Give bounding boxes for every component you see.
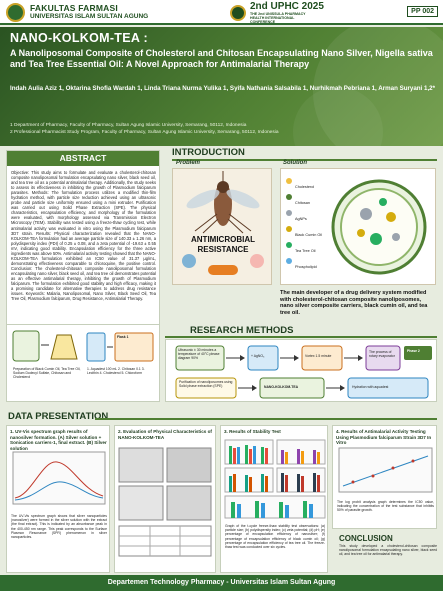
section-divider	[172, 159, 437, 161]
faculty-name: FAKULTAS FARMASI	[30, 3, 118, 13]
abstract-heading: ABSTRACT	[7, 151, 159, 166]
solution-caption: The main developer of a drug delivery sy…	[280, 290, 428, 316]
antimalarial-title: 4. Results of Antimalarial Activity Test…	[336, 429, 432, 446]
poster-subtitle: A Nanoliposomal Composite of Cholesterol…	[10, 48, 433, 69]
uv-vis-caption: The UV-Vis spectrum graph shows that sil…	[11, 514, 107, 540]
legend-item: Cholesterol	[295, 185, 315, 189]
legend-item: Chitosan	[295, 201, 310, 205]
step-vortex: Vortex 1.5 minute	[305, 354, 332, 358]
stability-test-panel: 3. Results of Stability Test	[220, 425, 328, 573]
flask-contents: 1. Aquadest 100 mL 2. Chitosan 0.1 3. Le…	[87, 367, 145, 376]
methods-flow-diagram	[175, 345, 432, 399]
conclusion-heading: CONCLUSION This study developed a choles…	[339, 534, 437, 557]
poster-id: PP 002	[407, 6, 438, 17]
section-divider	[95, 418, 437, 420]
phase-2-label: Phase 2	[407, 349, 420, 353]
step-rotary: The process of rotary evaporator	[369, 350, 395, 359]
conference-subtitle-2: HEALTH INTERNATIONAL	[250, 16, 295, 20]
solution-diagram: Cholesterol Chitosan AgNPs Black Cumin O…	[280, 168, 436, 285]
uv-vis-panel: 1. UV-Vis spectrum graph results of nano…	[6, 425, 110, 573]
conference-logo	[230, 5, 246, 21]
conference-subtitle-1: THE 2nd UNISSULA PHARMACY	[250, 12, 306, 16]
stability-test-charts	[224, 439, 326, 519]
methods-heading: RESEARCH METHODS	[190, 325, 294, 336]
stability-test-caption: Graph of the t-cycle freeze-thaw stabili…	[225, 524, 325, 550]
antimalarial-caption: The log probit analysis graph determines…	[337, 500, 434, 513]
preparation-text: Preparation of Black Cumin Oil, Tea Tree…	[13, 367, 81, 380]
step-purification: Purification of nanoliposomes using Soli…	[179, 380, 233, 389]
affiliation-1: 1 Department of Pharmacy, Faculty of Pha…	[10, 123, 247, 128]
title-banner: NANO-KOLKOM-TEA : A Nanoliposomal Compos…	[0, 27, 443, 146]
uv-vis-title: 1. UV-Vis spectrum graph results of nano…	[10, 429, 107, 451]
university-name: UNIVERSITAS ISLAM SULTAN AGUNG	[30, 13, 149, 20]
amr-line-2: RESISTANCE	[197, 244, 249, 254]
amr-title: ANTIMICROBIAL RESISTANCE	[177, 235, 269, 254]
abstract-text: Objective: This study aims to formulate …	[11, 170, 156, 302]
author-list: Indah Aulia Aziz 1, Oktarina Shofia Ward…	[10, 85, 436, 92]
poster-header: FAKULTAS FARMASI UNIVERSITAS ISLAM SULTA…	[0, 0, 443, 25]
legend-item: Phospholipid	[295, 265, 317, 269]
solution-label: Solution	[283, 160, 307, 166]
uv-vis-chart	[12, 451, 106, 505]
step-product: NANO-KOLKOM-TEA	[264, 385, 299, 389]
problem-label: Problem	[176, 160, 201, 166]
flask-label: Flask 1	[117, 335, 129, 339]
solution-legend: Cholesterol Chitosan AgNPs Black Cumin O…	[295, 179, 322, 275]
section-divider	[165, 336, 437, 338]
poster-footer: Departemen Technology Pharmacy - Univers…	[0, 575, 443, 591]
data-presentation-section: 1. UV-Vis spectrum graph results of nano…	[6, 425, 437, 573]
methods-preparation-panel: Preparation of Black Cumin Oil, Tea Tree…	[6, 324, 160, 402]
banner-decoration	[313, 27, 443, 146]
step-ultrasonic: Ultrasonic ± 30 minutes a temperature of…	[178, 348, 220, 361]
amr-illustration: ANTIMICROBIAL RESISTANCE	[172, 168, 272, 285]
legend-item: Tea Tree Oil	[295, 249, 316, 253]
conclusion-text: This study developed a cholesterol-chito…	[339, 544, 437, 557]
antimalarial-chart	[338, 447, 433, 493]
amr-line-1: ANTIMICROBIAL	[191, 235, 255, 244]
physical-characteristics-title: 2. Evaluation of Physical Characteristic…	[118, 429, 212, 440]
methods-flow-panel: Ultrasonic ± 30 minutes a temperature of…	[165, 339, 437, 402]
poster-title: NANO-KOLKOM-TEA :	[10, 31, 148, 45]
nanoliposome-diagram	[286, 178, 427, 275]
introduction-heading: INTRODUCTION	[172, 147, 245, 158]
mosquito-illustration	[173, 169, 271, 284]
step-hydration: Hydration with aquadest	[352, 385, 389, 389]
conclusion-title: CONCLUSION	[339, 534, 393, 543]
physical-characteristics-figures	[118, 447, 212, 557]
physical-characteristics-panel: 2. Evaluation of Physical Characteristic…	[114, 425, 216, 573]
faculty-logo	[6, 3, 25, 22]
step-agno3: + AgNO₃	[251, 354, 265, 358]
antimalarial-panel: 4. Results of Antimalarial Activity Test…	[332, 425, 437, 529]
legend-item: AgNPs	[295, 217, 307, 221]
conference-subtitle-3: CONFERENCE	[250, 20, 276, 24]
preparation-flow-diagram	[12, 330, 154, 362]
stability-test-title: 3. Results of Stability Test	[224, 429, 281, 434]
data-heading: DATA PRESENTATION	[8, 411, 109, 422]
legend-item: Black Cumin Oil	[295, 233, 323, 237]
affiliation-2: 2 Professional Pharmacist Study Program,…	[10, 130, 279, 135]
conference-title: 2nd UPHC 2025	[250, 1, 324, 12]
